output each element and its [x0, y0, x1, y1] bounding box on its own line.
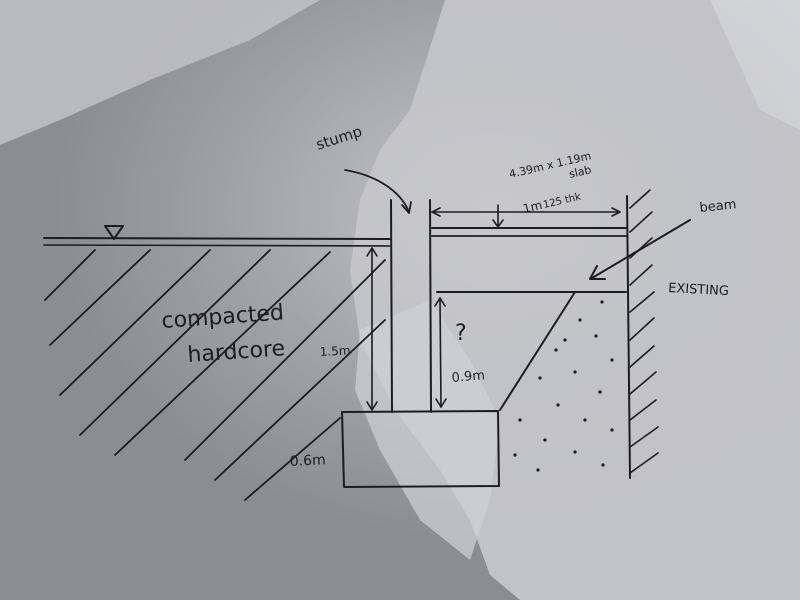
soil-dot	[554, 348, 558, 352]
footing	[341, 410, 500, 488]
hatch-line	[244, 417, 341, 501]
existing-wall-hatching	[629, 189, 659, 474]
hatch-line	[184, 259, 386, 461]
wall-hatch	[629, 211, 653, 233]
soil-dot	[610, 358, 614, 362]
soil-dot	[538, 376, 542, 380]
soil-dot	[601, 463, 605, 467]
dimension-arrowhead	[431, 207, 441, 217]
soil-dot	[594, 334, 598, 338]
soil-dot	[536, 468, 540, 472]
slab-thickness-arrow	[492, 204, 504, 228]
stump-pointer-arrow	[344, 169, 410, 213]
footing-width-label: 0.6m	[289, 452, 326, 470]
stump-left-edge	[390, 199, 393, 413]
gap-depth-label: 0.9m	[451, 368, 486, 386]
ground-line-lower	[43, 244, 391, 247]
soil-slope	[499, 291, 576, 411]
existing-soil-dots	[513, 300, 614, 472]
wall-hatch	[629, 399, 657, 421]
stump-arrowhead	[401, 201, 412, 214]
slab-span-label: 1m	[522, 198, 544, 216]
soil-dot	[513, 453, 517, 457]
soil-dot	[610, 428, 614, 432]
gap-depth-dimension	[439, 297, 442, 408]
stump-right-edge	[429, 199, 432, 413]
wall-hatch	[629, 189, 651, 209]
beam-arrowhead	[589, 265, 606, 280]
existing-label: EXISTING	[668, 281, 729, 299]
gap-depth-arrowheads	[434, 297, 447, 408]
existing-wall	[626, 195, 631, 479]
hatch-line	[79, 249, 271, 436]
wall-hatch	[629, 371, 657, 395]
wall-hatch	[629, 452, 659, 474]
beam-label: beam	[699, 197, 737, 216]
hatch-line	[214, 319, 386, 481]
hatch-line	[44, 249, 96, 301]
soil-dot	[573, 450, 577, 454]
wall-hatch	[629, 317, 655, 341]
wall-hatch	[629, 345, 655, 368]
soil-dot	[573, 370, 577, 374]
ground-line	[43, 237, 391, 240]
soil-dot	[578, 318, 582, 322]
dimension-arrowhead	[611, 207, 621, 217]
soil-dot	[600, 300, 604, 304]
hatch-line	[114, 251, 331, 456]
hardcore-hatching	[44, 249, 386, 501]
soil-dot	[543, 438, 547, 442]
beam-pointer-arrow	[591, 219, 691, 279]
hatch-line	[59, 249, 211, 396]
wall-hatch	[629, 264, 653, 286]
soil-dot	[556, 403, 560, 407]
slab-label: slab	[568, 163, 593, 181]
hatch-line	[49, 249, 151, 346]
question-mark: ?	[455, 321, 467, 346]
wall-hatch	[629, 291, 655, 313]
level-triangle-icon	[104, 225, 124, 240]
fill-depth-label: 1.5m	[319, 343, 350, 359]
soil-dot	[563, 338, 567, 342]
soil-dot	[518, 418, 522, 422]
wall-hatch	[629, 426, 659, 448]
fill-depth-arrowheads	[366, 247, 378, 411]
soil-dot	[598, 390, 602, 394]
soil-dot	[583, 418, 587, 422]
